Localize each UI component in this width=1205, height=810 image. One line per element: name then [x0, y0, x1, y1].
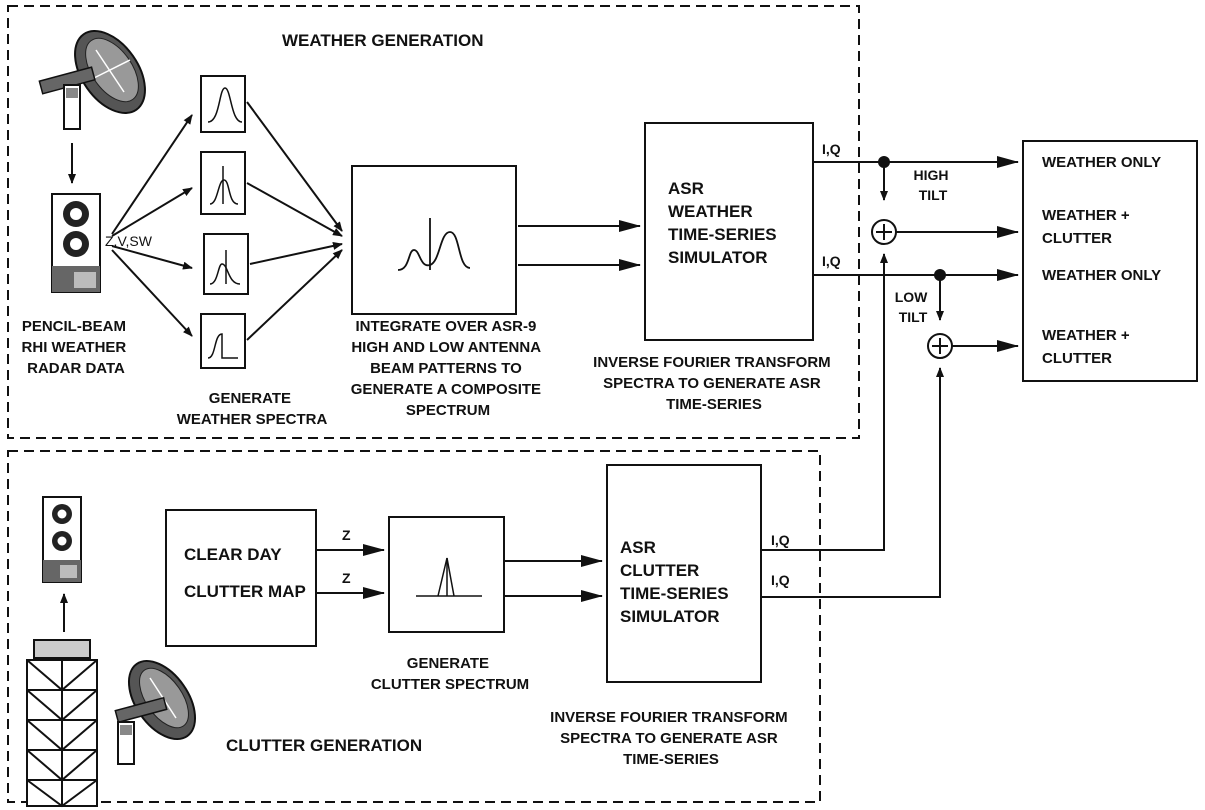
high-tilt-label: HIGH TILT [914, 167, 953, 203]
clutter-iq-top: I,Q [771, 532, 790, 548]
output-box [1022, 140, 1198, 382]
spectrum-box-1 [200, 75, 246, 133]
spectrum-box-2 [200, 151, 246, 215]
spectrum-box-3 [203, 233, 249, 295]
weather-ift-label: INVERSE FOURIER TRANSFORM SPECTRA TO GEN… [593, 354, 835, 413]
weather-generation-title: WEATHER GENERATION [282, 31, 483, 50]
spectra-label: GENERATE WEATHER SPECTRA [177, 390, 328, 428]
clutter-to-high-sum-line [761, 253, 888, 551]
clutter-ift-label: INVERSE FOURIER TRANSFORM SPECTRA TO GEN… [550, 709, 792, 768]
clutter-map-label: CLEAR DAY CLUTTER MAP [184, 545, 306, 601]
clutter-iq-bottom: I,Q [771, 572, 790, 588]
clutter-map-box [165, 509, 317, 647]
low-summer-icon [927, 333, 953, 359]
clutter-simulator-box [606, 464, 762, 683]
output-weather-clutter-high: WEATHER + CLUTTER [1042, 207, 1134, 247]
spectrum-box-4 [200, 313, 246, 369]
output-weather-clutter-low: WEATHER + CLUTTER [1042, 327, 1134, 367]
fanout-arrows [111, 114, 193, 337]
radar-dish-icon [38, 30, 146, 130]
clutter-generation-title: CLUTTER GENERATION [226, 736, 422, 755]
weather-iq-high: I,Q [822, 141, 841, 157]
weather-generation-frame [7, 5, 860, 439]
clutter-z-bottom: Z [342, 570, 351, 586]
clutter-radar-dish-icon [114, 659, 197, 765]
clutter-tape-icon [42, 496, 82, 583]
weather-simulator-label: ASR WEATHER TIME-SERIES SIMULATOR [668, 179, 781, 267]
tape-drive-icon [51, 193, 101, 293]
clutter-to-low-sum-line [761, 367, 944, 598]
low-tilt-label: LOW TILT [895, 289, 932, 325]
clutter-z-top: Z [342, 527, 351, 543]
clutter-simulator-label: ASR CLUTTER TIME-SERIES SIMULATOR [620, 538, 733, 626]
radar-tower-icon [26, 639, 98, 808]
radar-data-label: PENCIL-BEAM RHI WEATHER RADAR DATA [22, 318, 131, 377]
clutter-generation-frame [7, 450, 821, 803]
output-weather-only-high: WEATHER ONLY [1042, 154, 1161, 171]
integrate-label: INTEGRATE OVER ASR-9 HIGH AND LOW ANTENN… [351, 318, 545, 419]
composite-spectrum-box [351, 165, 517, 315]
weather-simulator-box [644, 122, 814, 341]
high-summer-icon [871, 219, 897, 245]
clutter-spectrum-label: GENERATE CLUTTER SPECTRUM [371, 655, 529, 693]
converge-arrows [246, 101, 343, 341]
clutter-spectrum-box [388, 516, 505, 633]
weather-iq-low: I,Q [822, 253, 841, 269]
moments-label: Z,V,SW [105, 233, 153, 249]
output-weather-only-low: WEATHER ONLY [1042, 267, 1161, 284]
